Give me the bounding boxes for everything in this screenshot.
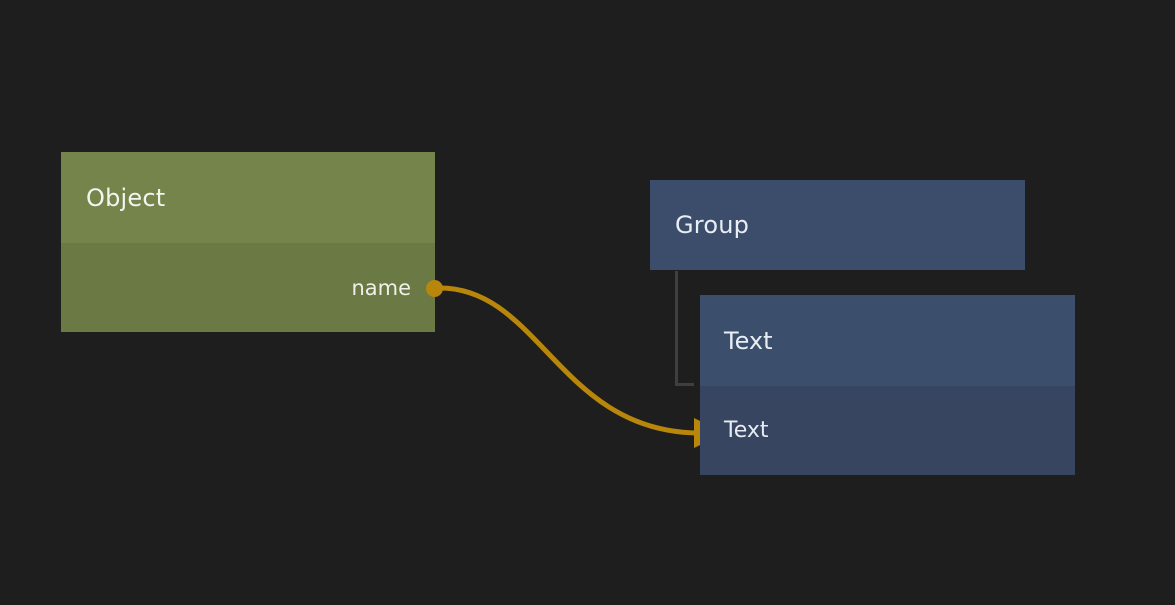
node-object-field-name-label: name [351, 275, 411, 300]
containment-bracket-icon [675, 271, 694, 386]
node-group-title: Group [675, 211, 750, 239]
node-text-header[interactable]: Text [700, 295, 1075, 386]
node-object-header[interactable]: Object [61, 152, 435, 243]
node-object-title: Object [86, 183, 166, 212]
node-object-row-name[interactable]: name [61, 243, 435, 332]
node-object[interactable]: Object name [61, 152, 435, 332]
edge-object-name-to-text[interactable] [437, 285, 725, 448]
node-group-header[interactable]: Group [650, 180, 1025, 270]
node-group[interactable]: Group [650, 180, 1025, 270]
port-dot-icon[interactable] [426, 280, 443, 297]
node-text[interactable]: Text Text [700, 295, 1075, 475]
node-text-title: Text [724, 326, 773, 355]
node-text-field-label: Text [724, 418, 769, 443]
node-text-row-text[interactable]: Text [700, 386, 1075, 475]
